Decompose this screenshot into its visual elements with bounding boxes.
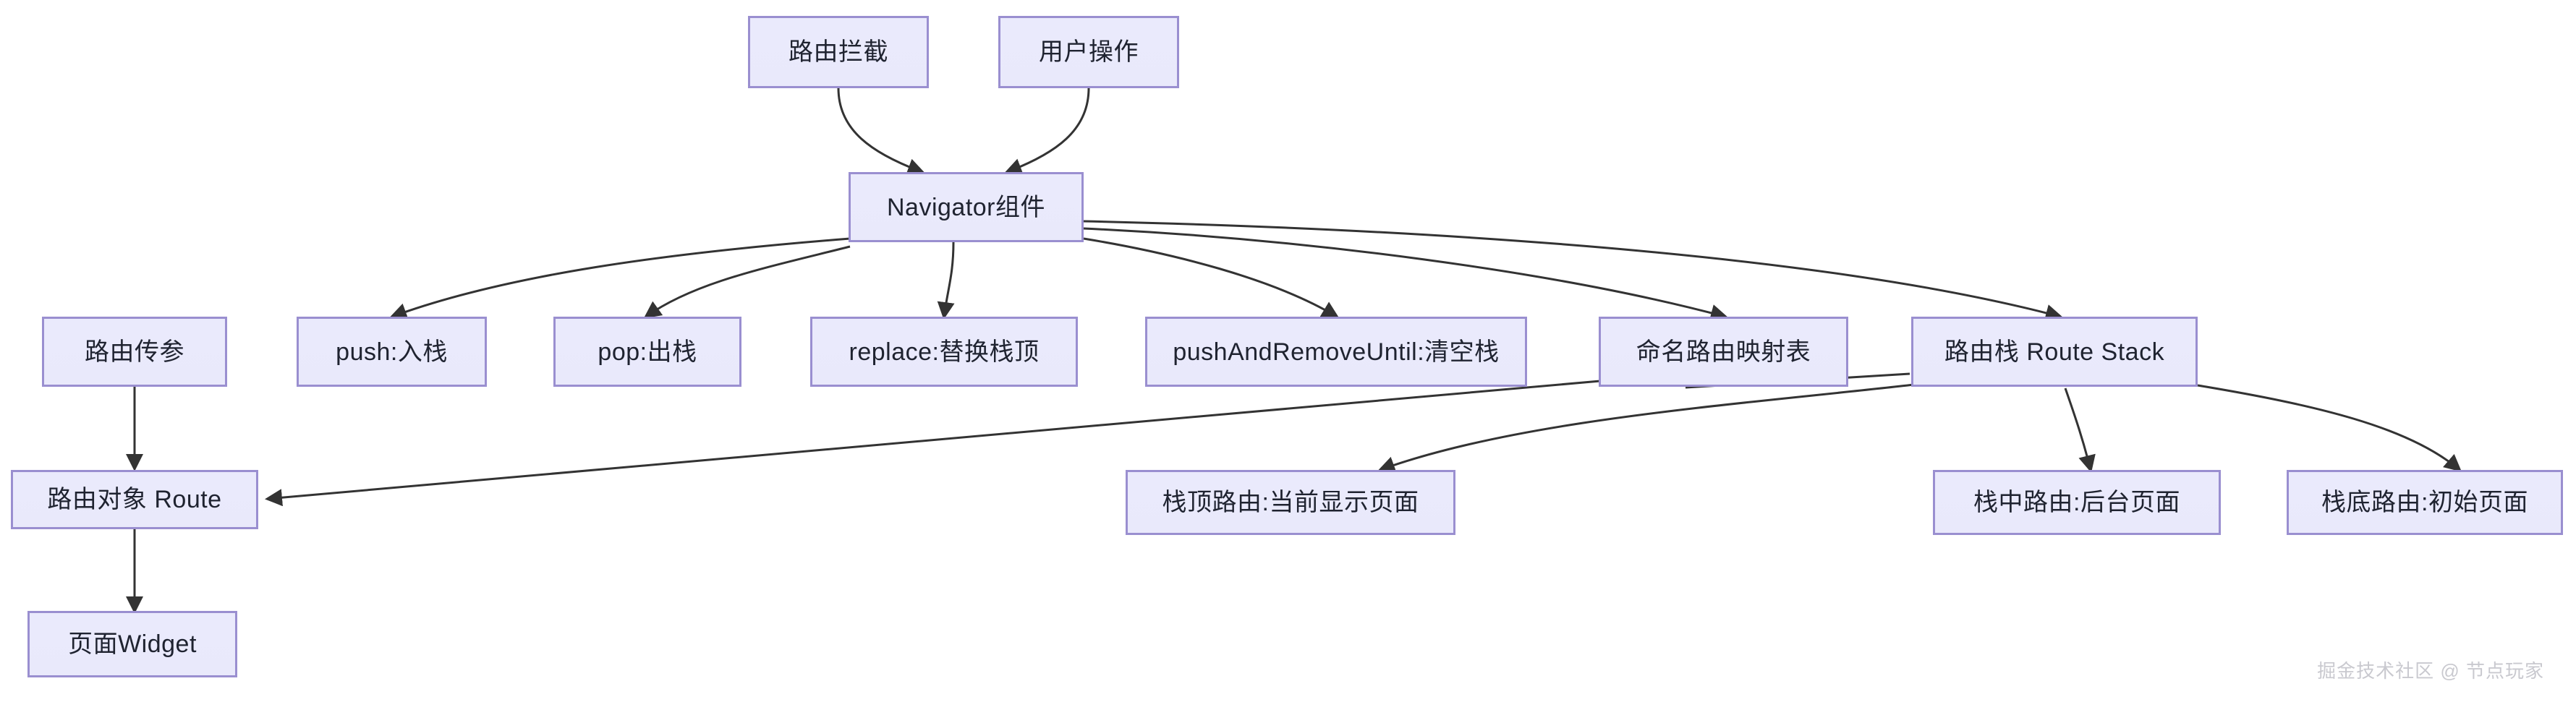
node-navigator-label: Navigator组件 [886,193,1045,221]
edge-user-action-to-navigator [1004,87,1090,176]
edge-route-intercept-to-navigator [837,87,925,176]
node-named-route-table-label: 命名路由映射表 [1636,338,1811,366]
node-bottom-route-label: 栈底路由:初始页面 [2321,489,2528,516]
node-page-widget[interactable]: 页面Widget [27,611,237,677]
edge-navigator-to-replace [937,241,955,320]
node-middle-route-label: 栈中路由:后台页面 [1973,489,2180,516]
node-route-intercept-label: 路由拦截 [788,38,888,66]
node-pop-label: pop:出栈 [598,338,697,366]
node-route-stack-label: 路由栈 Route Stack [1944,338,2165,366]
node-user-action-label: 用户操作 [1039,38,1139,66]
node-push[interactable]: push:入栈 [297,317,487,387]
node-route-intercept[interactable]: 路由拦截 [748,16,929,88]
node-middle-route[interactable]: 栈中路由:后台页面 [1933,470,2221,535]
watermark: 掘金技术社区 @ 节点玩家 [2317,660,2544,682]
edge-route-stack-to-bottom-route [2197,384,2462,472]
node-navigator[interactable]: Navigator组件 [849,172,1084,242]
node-bottom-route[interactable]: 栈底路由:初始页面 [2287,470,2563,535]
node-push-and-remove-until-label: pushAndRemoveUntil:清空栈 [1173,338,1500,366]
edge-route-stack-to-middle-route [2064,388,2096,473]
edge-navigator-to-push-and-remove-until [1083,237,1340,319]
node-push-label: push:入栈 [336,338,448,366]
node-route-object-label: 路由对象 Route [47,486,222,513]
edge-navigator-to-route-stack [1083,220,2063,322]
node-pop[interactable]: pop:出栈 [553,317,741,387]
edge-route-stack-to-top-route [1377,383,1915,474]
node-route-object[interactable]: 路由对象 Route [11,470,258,529]
node-top-route-label: 栈顶路由:当前显示页面 [1162,489,1419,516]
node-route-stack[interactable]: 路由栈 Route Stack [1911,317,2198,387]
edge-navigator-to-named-route-table [1083,227,1728,322]
node-push-and-remove-until[interactable]: pushAndRemoveUntil:清空栈 [1145,317,1527,387]
node-top-route[interactable]: 栈顶路由:当前显示页面 [1126,470,1455,535]
node-named-route-table[interactable]: 命名路由映射表 [1599,317,1848,387]
node-route-params-label: 路由传参 [85,338,184,366]
edge-navigator-to-pop [643,245,851,319]
node-route-params[interactable]: 路由传参 [42,317,227,387]
node-replace-label: replace:替换栈顶 [849,338,1040,366]
node-replace[interactable]: replace:替换栈顶 [810,317,1078,387]
node-page-widget-label: 页面Widget [68,630,197,658]
node-user-action[interactable]: 用户操作 [998,16,1179,88]
edge-navigator-to-push [389,237,851,320]
